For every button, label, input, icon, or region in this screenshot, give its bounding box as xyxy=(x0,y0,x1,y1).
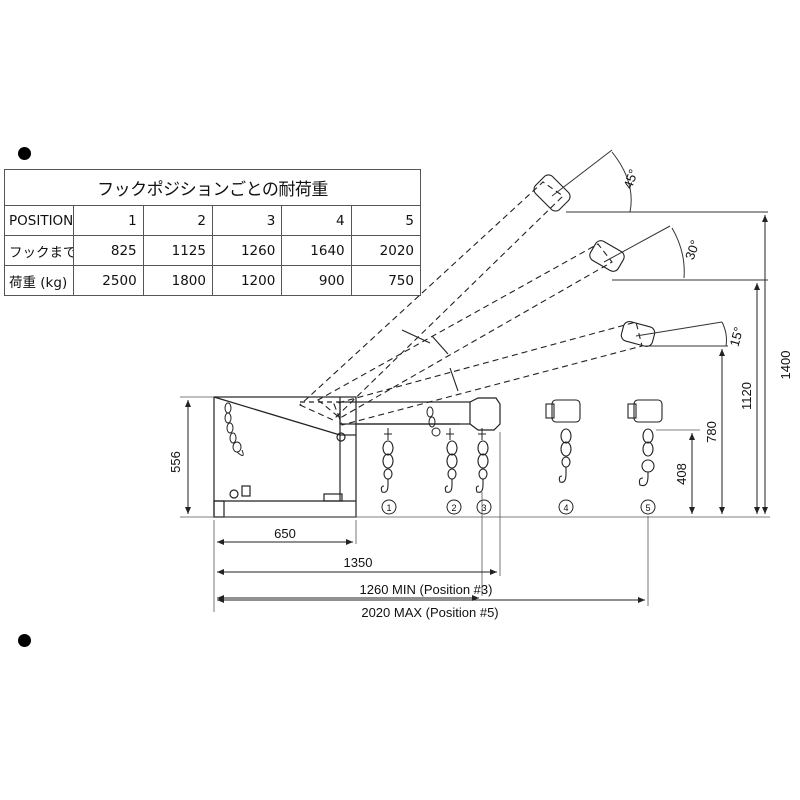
angle-label-45: 45° xyxy=(620,167,641,191)
table-caption: フックポジションごとの耐荷重 xyxy=(4,169,421,206)
hook-1 xyxy=(380,440,394,493)
table-cell: 3 xyxy=(211,205,283,236)
boom-45-degree xyxy=(299,174,571,421)
hook-3 xyxy=(475,440,489,493)
dim-hook5-height: 408 xyxy=(674,463,689,485)
horizontal-boom xyxy=(300,397,501,431)
hook-number-2: 2 xyxy=(451,503,456,513)
hook-4 xyxy=(545,399,581,483)
table-cell: 1125 xyxy=(142,235,213,266)
table-cell: 1640 xyxy=(281,235,352,266)
dim-min-reach: 1260 MIN (Position #3) xyxy=(360,582,493,597)
dim-boom-length: 1350 xyxy=(344,555,373,570)
vertical-dimension-arrows xyxy=(185,215,768,514)
table-row: フックまでの距離(mm) 825 1125 1260 1640 2020 xyxy=(3,235,422,266)
hook-number-markers xyxy=(381,499,656,515)
boom-30-degree xyxy=(317,240,625,419)
table-caption-row: フックポジションごとの耐荷重 xyxy=(4,169,421,206)
dimension-extension-lines xyxy=(180,396,770,612)
table-cell: 900 xyxy=(281,265,352,296)
bullet-top xyxy=(18,147,31,160)
table-cell: 1260 xyxy=(211,235,283,266)
dim-base-width: 650 xyxy=(274,526,296,541)
angle-label-15: 15° xyxy=(727,325,747,348)
dim-base-height: 556 xyxy=(168,451,183,473)
base-frame xyxy=(213,396,357,518)
table-cell: 2500 xyxy=(73,265,144,296)
safety-chain-left xyxy=(224,402,244,456)
row-label-distance: フックまでの距離(mm) xyxy=(3,235,75,266)
horizontal-dimension-arrows xyxy=(217,539,645,603)
table-cell: 1200 xyxy=(211,265,283,296)
table-cell: 2020 xyxy=(350,235,422,266)
table-cell: 2 xyxy=(142,205,213,236)
dim-max-reach: 2020 MAX (Position #5) xyxy=(361,605,498,620)
load-capacity-table: フックポジションごとの耐荷重 POSITION 1 2 3 4 5 フックまでの… xyxy=(3,169,422,296)
hook-number-5: 5 xyxy=(645,503,650,513)
table-row: 荷重 (kg) 2500 1800 1200 900 750 xyxy=(3,265,422,296)
dim-height-45: 1400 xyxy=(778,351,793,380)
table-cell: 750 xyxy=(350,265,422,296)
boom-15-degree xyxy=(333,320,656,426)
hook-number-3: 3 xyxy=(481,503,486,513)
row-label-load: 荷重 (kg) xyxy=(3,265,75,296)
hook-2 xyxy=(444,440,458,493)
dim-height-30: 1120 xyxy=(739,382,754,410)
angle-reference-lines xyxy=(551,149,768,347)
bullet-bottom xyxy=(18,634,31,647)
hook-number-1: 1 xyxy=(386,503,391,513)
hook-5 xyxy=(627,399,663,487)
angle-label-30: 30° xyxy=(682,238,703,262)
table-row: POSITION 1 2 3 4 5 xyxy=(3,205,422,236)
boom-pin-markers xyxy=(384,428,486,440)
dim-height-15: 780 xyxy=(704,421,719,443)
hook-number-4: 4 xyxy=(563,503,568,513)
safety-chain-right xyxy=(426,406,441,437)
table-cell: 1800 xyxy=(142,265,213,296)
table-cell: 825 xyxy=(73,235,144,266)
